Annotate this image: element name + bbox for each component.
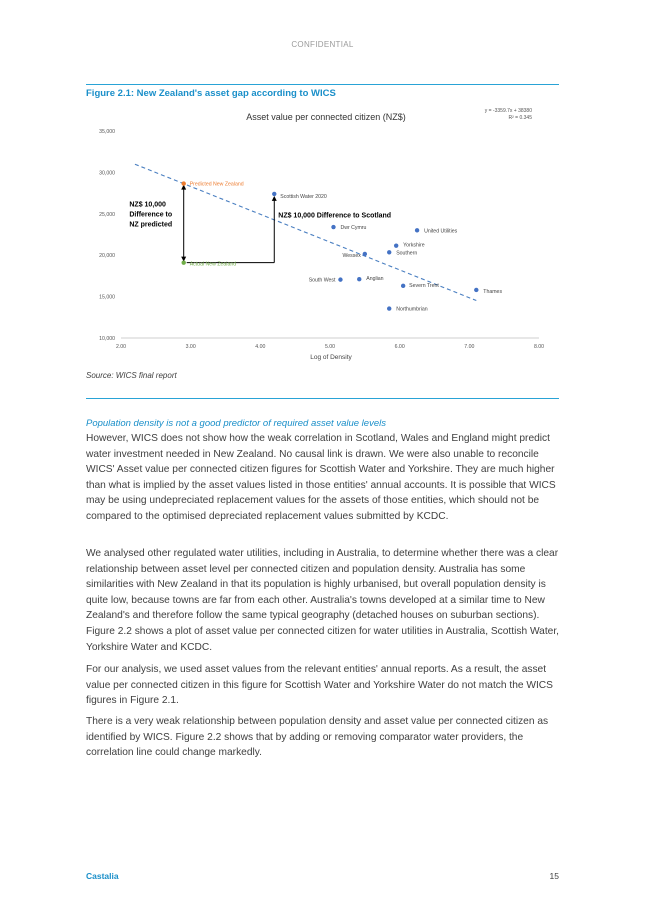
data-point bbox=[414, 228, 420, 233]
data-point bbox=[272, 191, 277, 197]
trendline bbox=[134, 163, 477, 302]
x-tick-label: 2.00 bbox=[116, 344, 126, 350]
data-point bbox=[181, 181, 186, 186]
point-label: Anglian bbox=[366, 276, 383, 282]
x-tick-label: 3.00 bbox=[186, 344, 196, 350]
data-point bbox=[181, 260, 186, 265]
chart-title: Asset value per connected citizen (NZ$) bbox=[246, 112, 406, 122]
y-tick-label: 25,000 bbox=[99, 212, 115, 218]
x-tick-label: 5.00 bbox=[325, 344, 335, 350]
data-point bbox=[400, 283, 406, 289]
figure-title: Figure 2.1: New Zealand's asset gap acco… bbox=[86, 88, 336, 99]
point-label: Wessex bbox=[342, 253, 361, 259]
arrow-head bbox=[181, 256, 187, 262]
figure-bottom-rule bbox=[86, 398, 559, 399]
paragraph-1: However, WICS does not show how the weak… bbox=[86, 433, 556, 522]
trend-r-squared: R² = 0.345 bbox=[509, 115, 533, 121]
arrow-head bbox=[181, 184, 187, 190]
annotation-scotland-text: NZ$ 10,000 Difference to Scotland bbox=[278, 213, 391, 220]
figure-top-rule bbox=[86, 84, 559, 85]
paragraph-2: We analysed other regulated water utilit… bbox=[86, 548, 560, 653]
paragraph-3: For our analysis, we used asset values f… bbox=[86, 664, 553, 707]
chart-axes: 2.00 3.00 4.00 5.00 6.00 7.00 8.00 10,000 15,000… bbox=[99, 129, 544, 350]
x-tick-label: 6.00 bbox=[395, 344, 405, 350]
trendline-layer bbox=[134, 163, 477, 302]
point-label: Southern bbox=[396, 250, 417, 256]
point-label: Dwr Cymru bbox=[340, 225, 366, 231]
data-point bbox=[393, 243, 399, 248]
asset-gap-chart: Asset value per connected citizen (NZ$) … bbox=[86, 100, 559, 362]
y-tick-label: 10,000 bbox=[99, 336, 115, 342]
page-number: 15 bbox=[549, 871, 559, 881]
point-label: Thames bbox=[483, 289, 502, 295]
point-label: South West bbox=[309, 278, 336, 284]
x-tick-label: 4.00 bbox=[255, 344, 265, 350]
x-axis-label: Log of Density bbox=[310, 354, 352, 361]
data-point bbox=[387, 250, 392, 255]
footer-brand: Castalia bbox=[86, 871, 119, 881]
x-tick-label: 8.00 bbox=[534, 344, 544, 350]
data-point bbox=[474, 287, 479, 293]
y-tick-label: 30,000 bbox=[99, 170, 115, 176]
point-label: Yorkshire bbox=[403, 243, 425, 249]
data-point bbox=[387, 306, 392, 311]
y-tick-label: 35,000 bbox=[99, 129, 115, 135]
x-tick-label: 7.00 bbox=[464, 344, 474, 350]
annotation-nz-text: NZ$ 10,000 bbox=[129, 201, 166, 208]
point-label: Predicted New Zealand bbox=[190, 182, 244, 188]
y-tick-label: 20,000 bbox=[99, 253, 115, 259]
y-tick-label: 15,000 bbox=[99, 295, 115, 301]
point-label: United Utilities bbox=[424, 228, 458, 234]
point-label: Scottish Water 2020 bbox=[280, 194, 327, 200]
point-label: Actual New Zealand bbox=[190, 262, 237, 268]
paragraph-4: There is a very weak relationship betwee… bbox=[86, 716, 549, 759]
point-label: Northumbrian bbox=[396, 307, 428, 313]
point-label: Severn Trent bbox=[409, 283, 439, 289]
scatter-chart-svg: Asset value per connected citizen (NZ$) … bbox=[99, 108, 544, 361]
confidential-header: CONFIDENTIAL bbox=[291, 40, 354, 49]
data-point bbox=[338, 277, 343, 282]
annotation-nz-text: Difference to bbox=[129, 211, 172, 218]
data-point bbox=[331, 224, 336, 230]
arrow-head bbox=[271, 195, 277, 201]
data-point bbox=[357, 277, 362, 282]
annotation-nz-text: NZ predicted bbox=[129, 221, 172, 228]
section-subheading: Population density is not a good predict… bbox=[86, 418, 386, 429]
figure-source: Source: WICS final report bbox=[86, 371, 177, 380]
data-point bbox=[362, 251, 368, 257]
trend-equation: y = -3359.7x + 38380 bbox=[485, 108, 532, 114]
